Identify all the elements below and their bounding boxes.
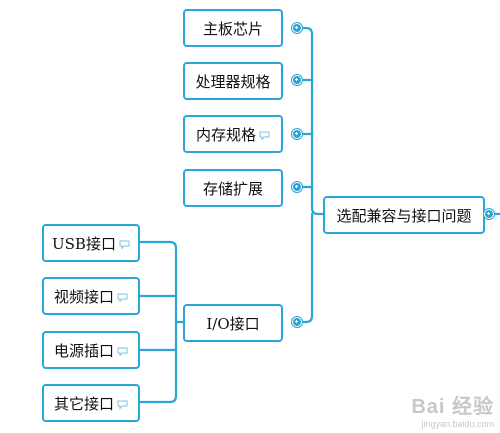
collapse-toggle-icon[interactable]	[292, 129, 302, 139]
node-label: 内存规格	[195, 125, 256, 144]
node-label: 其它接口	[53, 394, 114, 413]
root-label: 选配兼容与接口问题	[336, 206, 472, 225]
collapse-toggle-icon[interactable]	[292, 75, 302, 85]
note-icon[interactable]	[117, 293, 128, 302]
note-icon[interactable]	[117, 400, 128, 409]
collapse-toggle-icon[interactable]	[292, 23, 302, 33]
node-label: 视频接口	[53, 287, 114, 306]
node-label: 电源插口	[53, 341, 114, 360]
connector-branch-io	[296, 212, 314, 324]
node-usb-port[interactable]: USB接口	[42, 224, 140, 262]
watermark: Bai 经验 jingyan.baidu.com	[411, 390, 494, 429]
watermark-url: jingyan.baidu.com	[421, 419, 494, 429]
node-label: 主板芯片	[202, 19, 263, 38]
note-icon[interactable]	[119, 240, 130, 249]
node-root[interactable]: 选配兼容与接口问题	[323, 196, 485, 234]
watermark-logo: Bai 经验	[411, 396, 494, 418]
connector-io-children	[138, 240, 178, 404]
node-cpu-spec[interactable]: 处理器规格	[183, 62, 283, 100]
collapse-toggle-icon[interactable]	[484, 209, 494, 219]
node-other-ports[interactable]: 其它接口	[42, 384, 140, 422]
node-io-interface[interactable]: I/O接口	[183, 304, 283, 342]
note-icon[interactable]	[117, 347, 128, 356]
node-motherboard-chip[interactable]: 主板芯片	[183, 9, 283, 47]
node-power-socket[interactable]: 电源插口	[42, 331, 140, 369]
node-video-port[interactable]: 视频接口	[42, 277, 140, 315]
collapse-toggle-icon[interactable]	[292, 317, 302, 327]
node-storage-expansion[interactable]: 存储扩展	[183, 169, 283, 207]
collapse-toggle-icon[interactable]	[292, 182, 302, 192]
note-icon[interactable]	[259, 131, 270, 140]
node-label: 处理器规格	[195, 72, 271, 91]
node-label: I/O接口	[206, 314, 260, 333]
connector-root-trunk	[296, 26, 326, 216]
node-memory-spec[interactable]: 内存规格	[183, 115, 283, 153]
node-label: USB接口	[52, 234, 116, 253]
node-label: 存储扩展	[202, 179, 263, 198]
